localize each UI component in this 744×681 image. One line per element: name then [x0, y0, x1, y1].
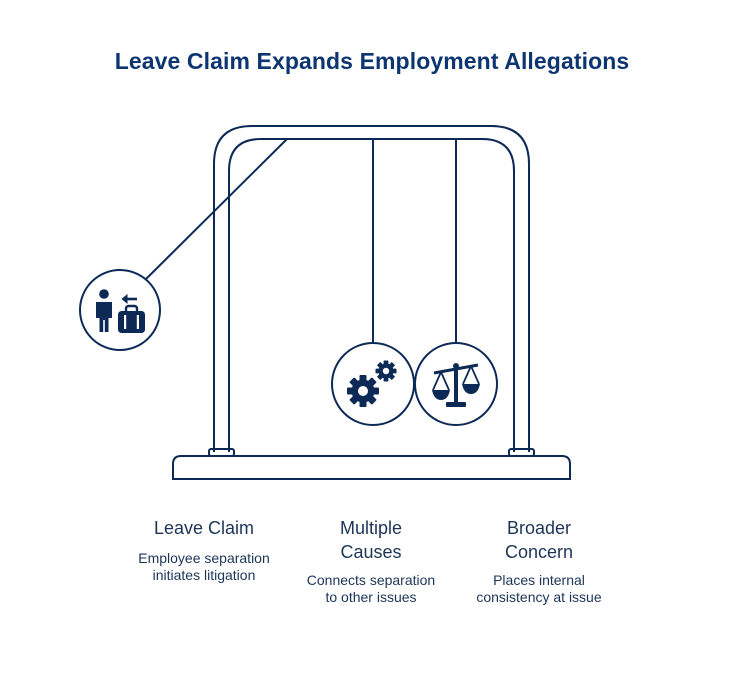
label-description-line: Connects separation [306, 572, 436, 588]
frame-foot-left [208, 448, 235, 457]
cradle-base [172, 455, 571, 480]
gears-icon [347, 360, 397, 407]
cradle-frame-inner [228, 138, 515, 452]
label-leave-claim: Leave Claim Employee separation initiate… [130, 516, 278, 584]
label-heading: Concern [504, 542, 574, 562]
label-description-line: Places internal [493, 572, 585, 588]
label-heading: Causes [340, 542, 402, 562]
label-multiple-causes: Multiple Causes Connects separation to o… [296, 516, 446, 606]
label-broader-concern: Broader Concern Places internal consiste… [464, 516, 614, 606]
label-description-line: Employee separation [138, 550, 270, 566]
label-description-line: to other issues [325, 589, 417, 605]
frame-foot-right [508, 448, 535, 457]
label-heading: Broader [506, 518, 572, 538]
label-heading: Leave Claim [153, 518, 255, 538]
diagram-title: Leave Claim Expands Employment Allegatio… [114, 48, 630, 74]
label-description-line: consistency at issue [476, 589, 602, 605]
scales-icon [432, 363, 480, 407]
label-heading: Multiple [339, 518, 403, 538]
person-luggage-icon [96, 289, 145, 333]
label-description-line: initiates litigation [152, 567, 256, 583]
cradle-frame-outer [213, 125, 530, 452]
ball-leave-claim [79, 269, 161, 351]
string-leave-claim [145, 138, 288, 280]
